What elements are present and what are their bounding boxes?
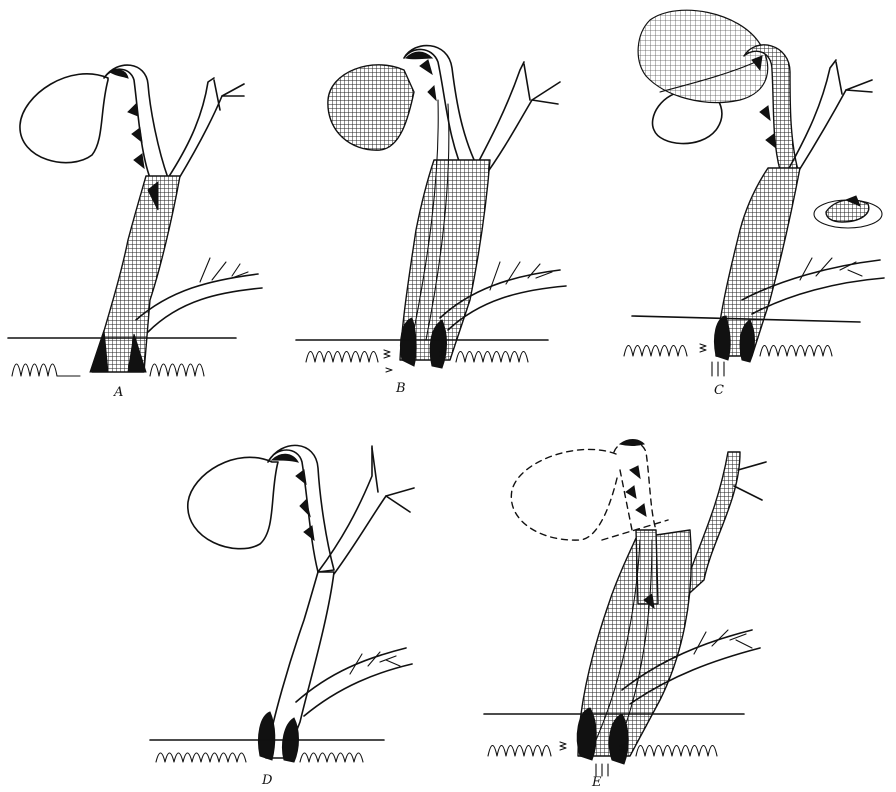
duodenal-mucosa-right-c [760,346,832,357]
panel-b: B [296,46,566,396]
panel-a: A [8,65,262,400]
duodenal-mucosa-left-c [624,346,687,357]
panel-label-d: D [261,773,273,788]
panel-d: D [150,445,414,788]
duodenal-mucosa-right-b [456,352,528,363]
duodenal-mucosa-left-d [156,753,246,762]
gallbladder-b [328,65,414,150]
duodenal-mucosa-left-e [488,746,551,757]
duodenal-mucosa-left-b [306,352,378,363]
cystic-duct-b [404,46,482,178]
duodenal-mucosa-left-a [12,364,80,376]
gallbladder-e [511,449,618,540]
distended-gallbladder-c [638,10,768,102]
panel-label-c: C [714,383,724,398]
duodenal-mucosa-right-a [150,364,204,376]
duodenal-mucosa-right-e [636,746,717,757]
panel-label-b: B [395,381,406,396]
gallbladder-d [188,457,278,548]
panel-label-e: E [591,775,602,790]
common-bile-duct-d [266,572,334,758]
cystic-duct-e [614,441,656,530]
panel-e: E [484,440,766,791]
panel-c: C [624,10,884,398]
gallbladder-a [20,74,108,163]
panel-label-a: A [113,385,123,400]
duodenal-mucosa-right-d [300,753,363,762]
stent-e [636,530,658,604]
